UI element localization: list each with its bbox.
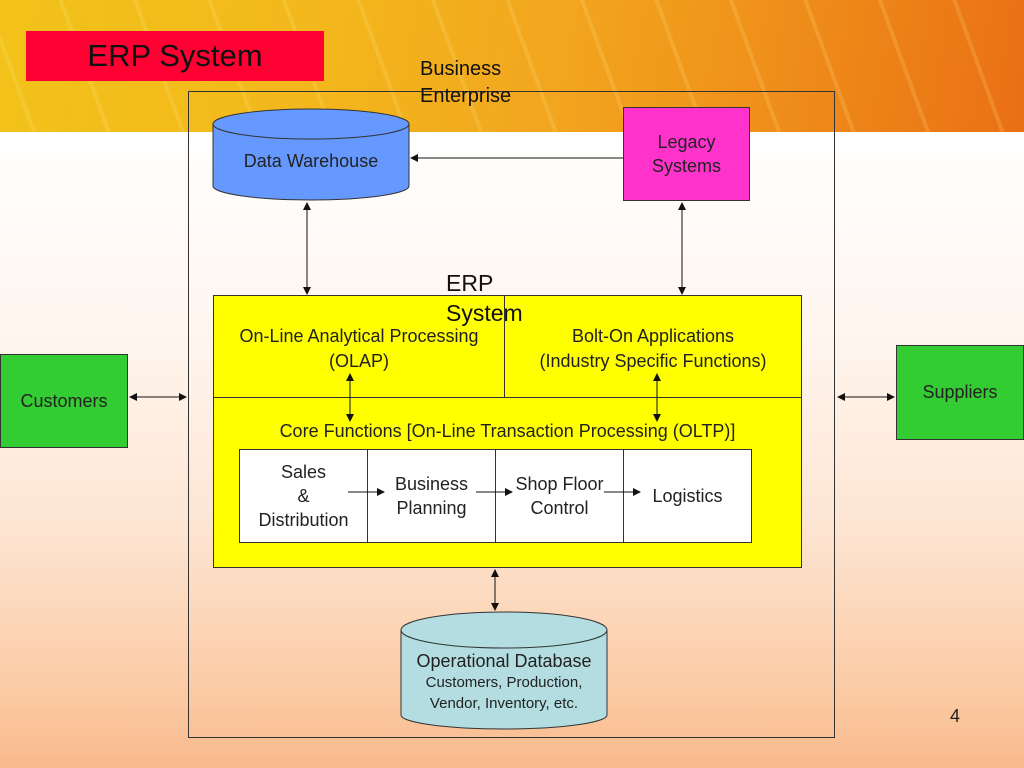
bolt-on-line1: Bolt-On Applications: [571, 326, 735, 346]
core-function-text: Business: [394, 474, 469, 494]
header-banner: [0, 0, 1024, 132]
core-function-sales-distribution: Sales & Distribution: [240, 450, 368, 542]
operational-db-title: Operational Database: [416, 651, 592, 671]
operational-db-line2: Vendor, Inventory, etc.: [429, 695, 579, 712]
core-function-text: &: [297, 486, 310, 506]
business-enterprise-boundary: [188, 91, 835, 738]
erp-horizontal-divider: [214, 397, 801, 398]
enterprise-label-line1: Business: [420, 58, 502, 80]
core-function-text: Logistics: [652, 486, 723, 506]
business-enterprise-label: Business Enterprise: [420, 56, 511, 110]
data-warehouse-label: Data Warehouse: [243, 151, 379, 171]
customers-label: Customers: [20, 390, 108, 411]
core-function-logistics: Logistics: [624, 450, 751, 542]
operational-database-text: Operational Database Customers, Producti…: [401, 650, 607, 714]
olap-line2: (OLAP): [328, 351, 389, 371]
legacy-systems-box: Legacy Systems: [623, 107, 750, 201]
legacy-line2: Systems: [651, 156, 721, 176]
slide-title: ERP System: [26, 31, 324, 81]
erp-system-box: On-Line Analytical Processing (OLAP) Bol…: [213, 295, 802, 568]
erp-vertical-divider: [504, 296, 505, 397]
bolt-on-section: Bolt-On Applications (Industry Specific …: [505, 324, 801, 374]
core-function-business-planning: Business Planning: [368, 450, 496, 542]
core-function-text: Planning: [396, 498, 467, 518]
erp-label-line1: ERP: [446, 270, 494, 296]
operational-db-line1: Customers, Production,: [425, 674, 583, 691]
legacy-line1: Legacy: [657, 132, 716, 152]
core-functions-title: Core Functions [On-Line Transaction Proc…: [279, 421, 736, 441]
core-function-shop-floor-control: Shop Floor Control: [496, 450, 624, 542]
core-functions-row: Sales & Distribution Business Planning S…: [239, 449, 752, 543]
core-function-text: Sales: [280, 462, 326, 482]
suppliers-box: Suppliers: [896, 345, 1024, 440]
erp-label-line2: System: [446, 300, 523, 326]
enterprise-label-line2: Enterprise: [420, 85, 512, 107]
core-function-text: Shop Floor: [515, 474, 604, 494]
suppliers-label: Suppliers: [922, 382, 998, 402]
bolt-on-line2: (Industry Specific Functions): [539, 351, 767, 371]
customers-box: Customers: [0, 354, 128, 448]
erp-system-label: ERP System: [446, 268, 523, 328]
page-number: 4: [950, 706, 961, 726]
core-function-text: Distribution: [258, 510, 349, 530]
core-function-text: Control: [530, 498, 589, 518]
olap-line1: On-Line Analytical Processing: [239, 326, 479, 346]
olap-section: On-Line Analytical Processing (OLAP): [214, 324, 504, 374]
